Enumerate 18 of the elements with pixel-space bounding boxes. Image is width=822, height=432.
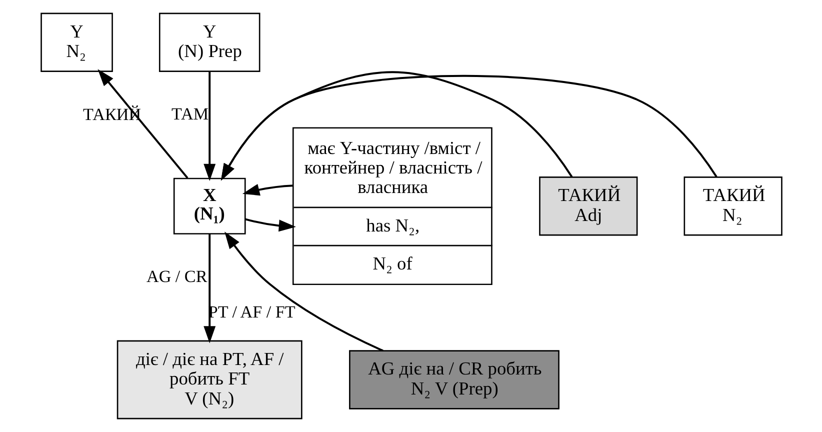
arrow (220, 74, 717, 181)
node-box: діє / діє на PT, AF / робить FT V (N₂) (116, 340, 302, 420)
edge-label: PT / AF / FT (208, 302, 295, 322)
arrow (244, 218, 296, 232)
edge-label: AG / CR (146, 266, 207, 286)
arrow (203, 234, 216, 344)
node-box: Y (N) Prep (158, 12, 260, 72)
arrow (220, 71, 572, 181)
node-box: Y N₂ (40, 12, 112, 72)
node-box: ТАКИЙ N₂ (683, 176, 782, 236)
node-box: X (N₁) (172, 178, 246, 234)
arrow (242, 184, 293, 196)
edge-label: ТАМ (170, 104, 208, 124)
node-box: ТАКИЙ Adj (538, 176, 638, 236)
node-box: AG діє на / CR робить N₂ V (Prep) (348, 350, 559, 410)
arrow (97, 69, 188, 179)
arrow (224, 232, 383, 352)
arrow (203, 71, 216, 181)
